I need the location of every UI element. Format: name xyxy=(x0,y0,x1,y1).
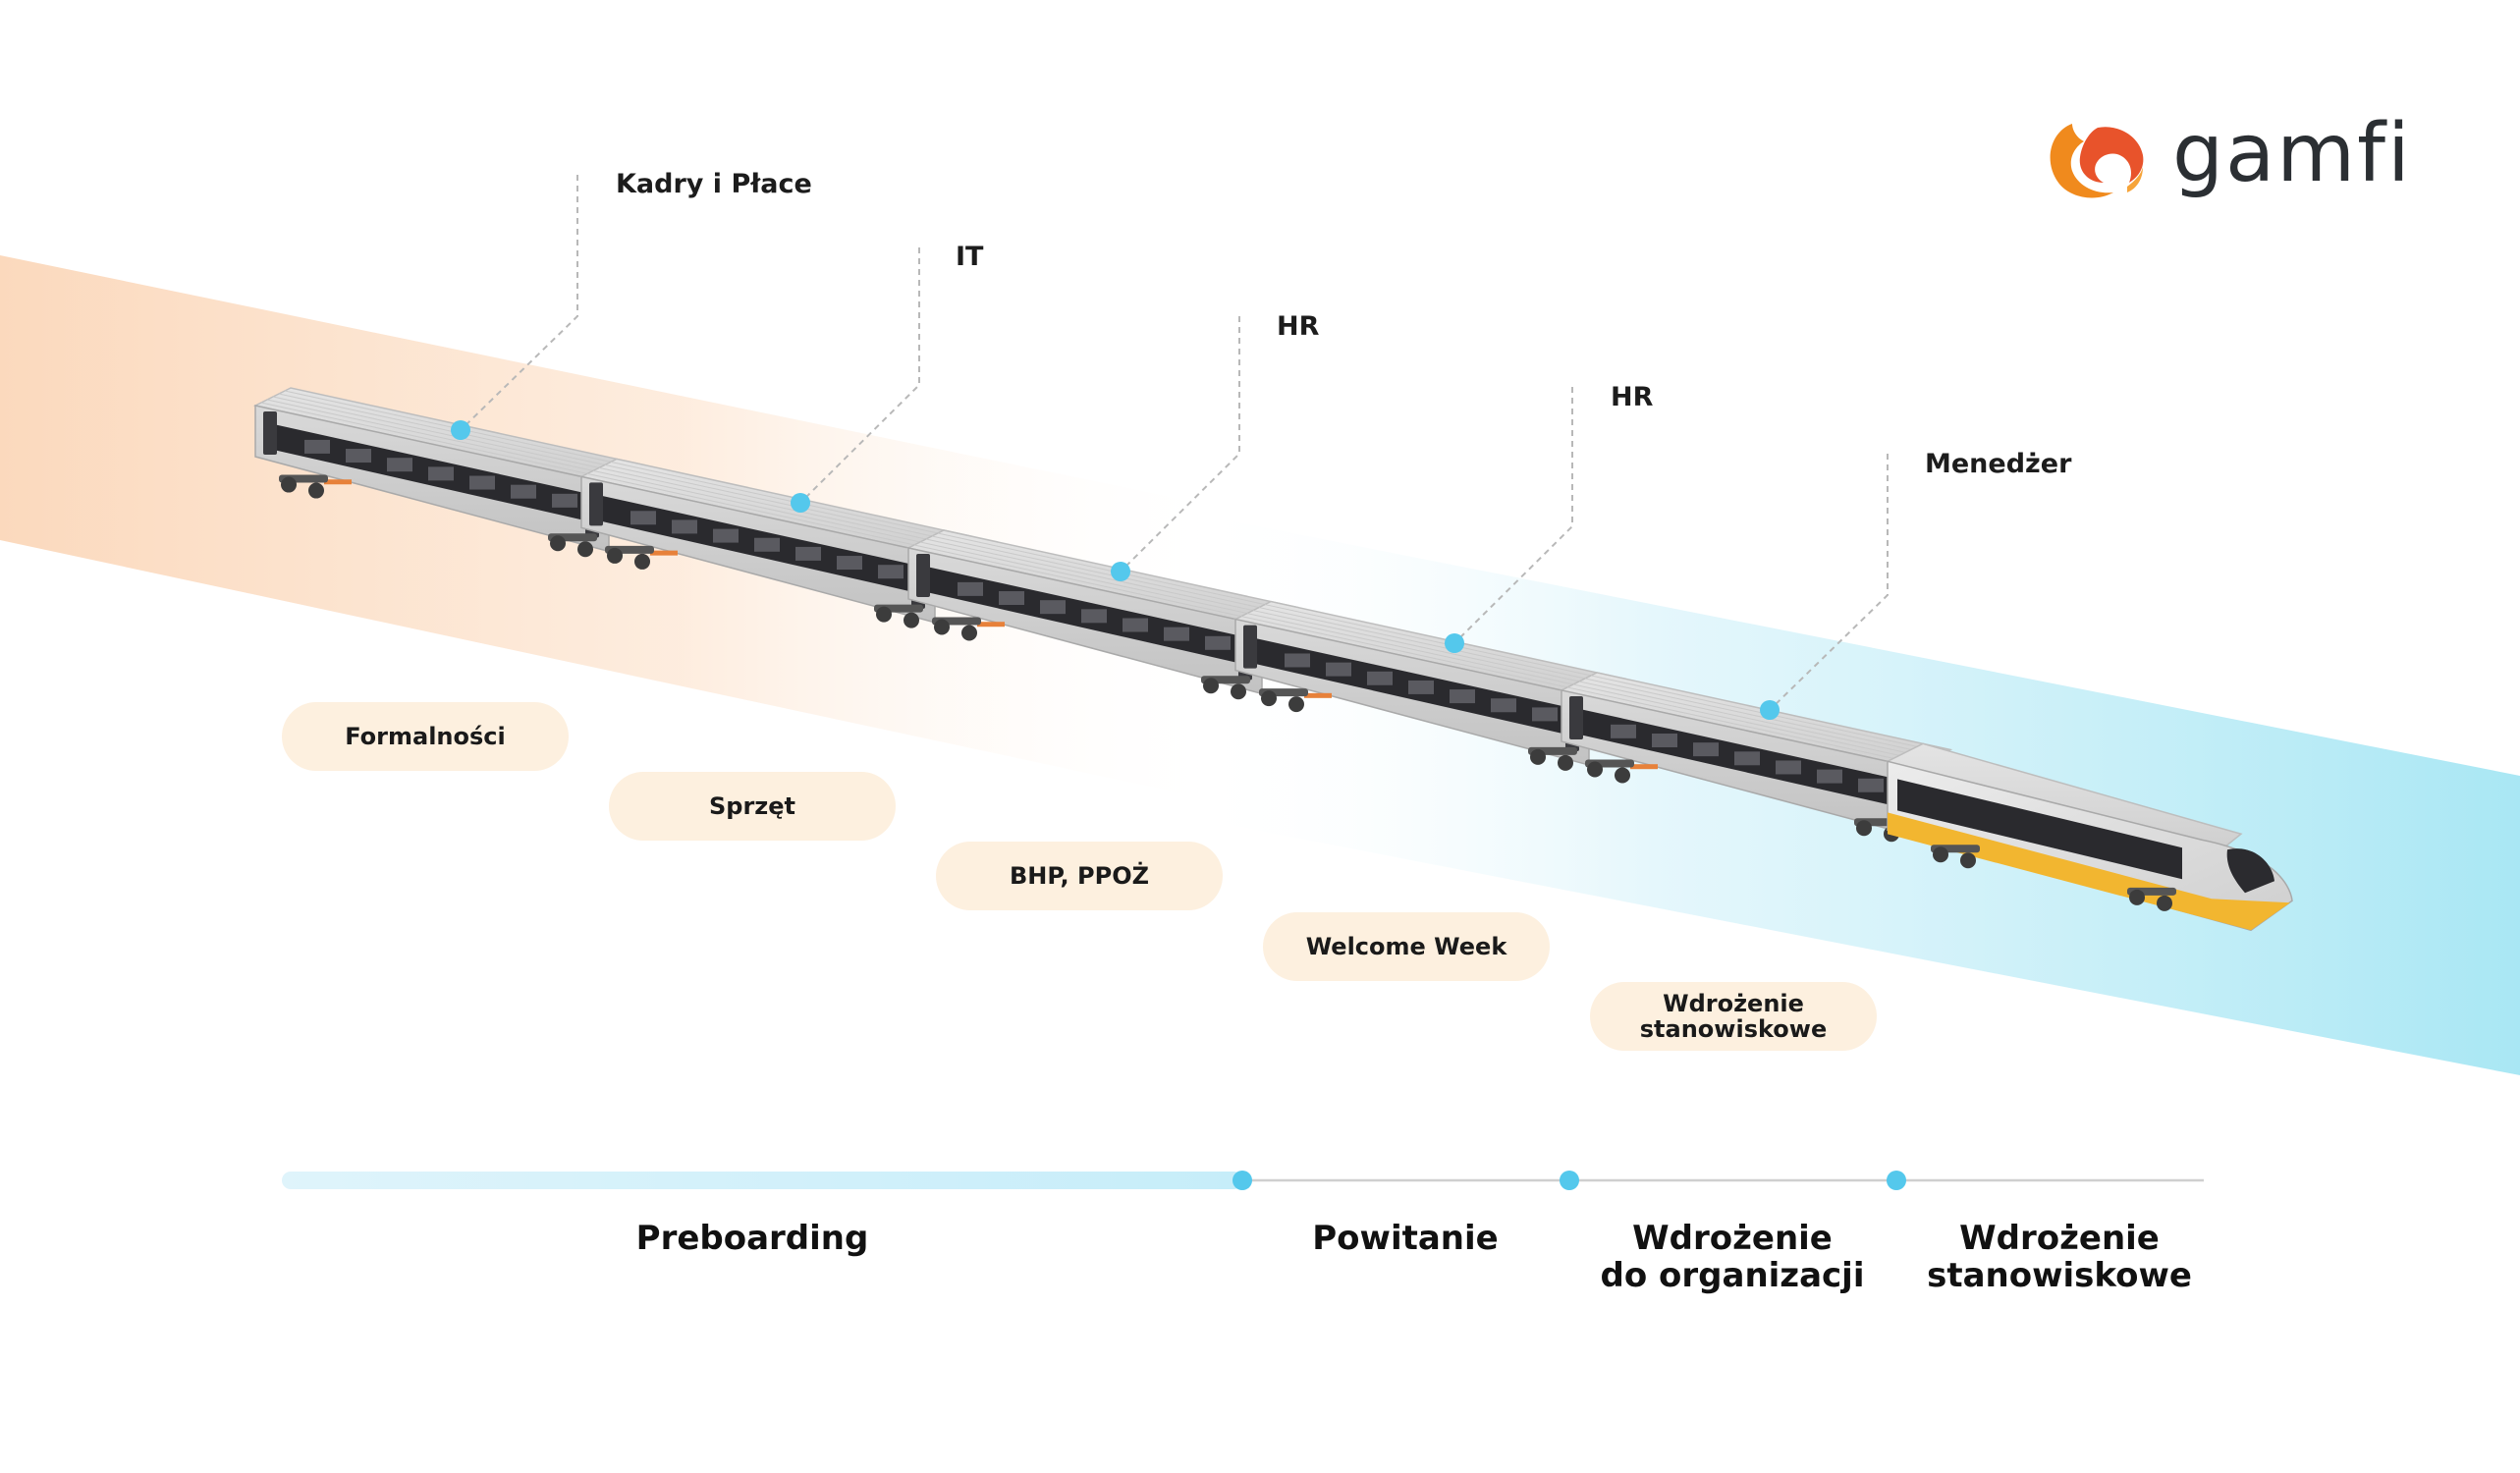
leader-dot-4 xyxy=(1445,633,1464,653)
leader-dot-3 xyxy=(1111,562,1130,581)
phase-label-powitanie: Powitanie xyxy=(1312,1219,1499,1258)
leader-line-2 xyxy=(799,247,920,504)
leader-line-1 xyxy=(460,175,578,431)
department-label-kadry: Kadry i Płace xyxy=(616,169,812,199)
department-label-hr-1: HR xyxy=(1277,311,1320,342)
leader-dot-5 xyxy=(1760,700,1780,720)
task-pill-formalnosci: Formalności xyxy=(282,702,569,771)
leader-dot-2 xyxy=(791,493,810,513)
timeline-milestone-1 xyxy=(1233,1171,1252,1190)
department-label-hr-2: HR xyxy=(1611,382,1654,412)
phase-label-wdrozenie-stanowiskowe: Wdrożenie stanowiskowe xyxy=(1927,1219,2192,1295)
leader-line-5 xyxy=(1769,454,1889,711)
department-label-menedzer: Menedżer xyxy=(1925,449,2072,479)
timeline-milestone-2 xyxy=(1560,1171,1579,1190)
leader-line-3 xyxy=(1120,316,1240,573)
locomotive xyxy=(1885,742,2293,932)
flame-logo-icon xyxy=(2050,124,2144,198)
department-label-it: IT xyxy=(956,242,984,272)
task-pill-bhp: BHP, PPOŻ xyxy=(936,842,1223,910)
timeline-progress-bar xyxy=(282,1172,1242,1189)
department-leader-lines xyxy=(451,175,1889,720)
phase-label-preboarding: Preboarding xyxy=(635,1219,869,1258)
phase-label-wdrozenie-organizacji: Wdrożenie do organizacji xyxy=(1600,1219,1865,1295)
task-pill-welcome-week: Welcome Week xyxy=(1263,912,1550,981)
task-pill-wdrozenie-stanowiskowe: Wdrożenie stanowiskowe xyxy=(1590,982,1877,1051)
train xyxy=(252,387,2293,932)
leader-dot-1 xyxy=(451,420,470,440)
timeline-milestone-3 xyxy=(1887,1171,1906,1190)
train-car-1 xyxy=(252,387,647,558)
task-pill-sprzet: Sprzęt xyxy=(609,772,896,841)
timeline xyxy=(282,1171,2204,1190)
leader-line-4 xyxy=(1453,387,1573,644)
brand-name: gamfi xyxy=(2172,107,2412,200)
train-car-3 xyxy=(905,529,1300,700)
gamfi-logo: gamfi xyxy=(2045,114,2412,200)
train-car-4 xyxy=(1233,600,1627,771)
